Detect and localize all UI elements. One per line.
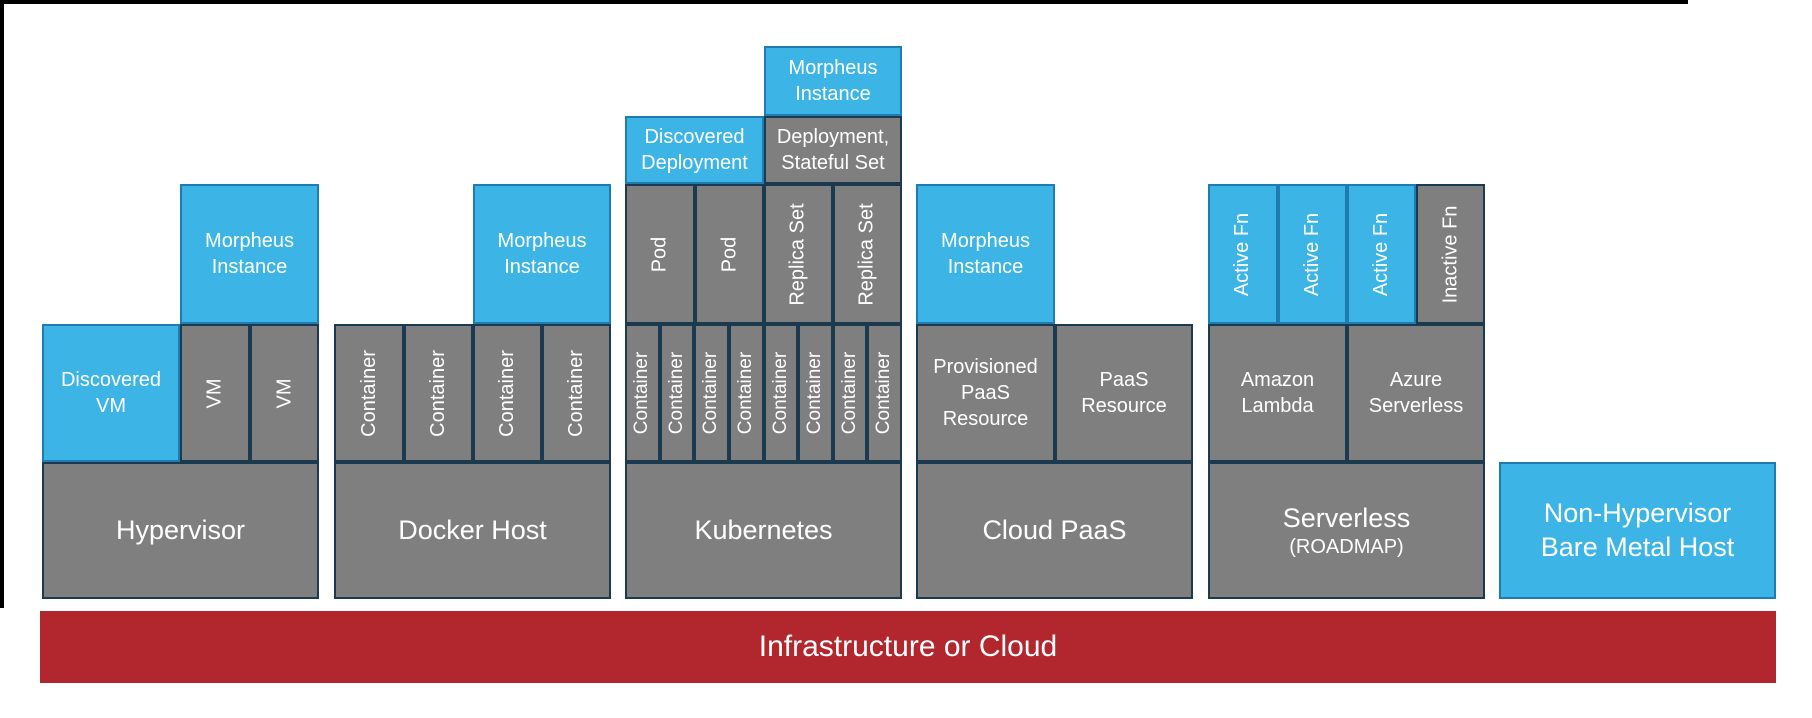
- active-fn-label: Active Fn: [1370, 212, 1393, 296]
- inactive-fn-label: Inactive Fn: [1439, 205, 1462, 303]
- morpheus-instance-label: Morpheus Instance: [788, 57, 878, 105]
- vm-label: VM: [273, 378, 295, 408]
- container-box: Container: [334, 324, 404, 462]
- serverless-base: Serverless (ROADMAP): [1208, 462, 1485, 599]
- amazon-lambda-label: Amazon Lambda: [1240, 369, 1315, 417]
- vm-box: VM: [180, 324, 250, 462]
- replica-set-label: Replica Set: [787, 202, 809, 306]
- paas-resource-label: PaaS Resource: [1081, 369, 1167, 417]
- vm-box: VM: [250, 324, 319, 462]
- container-box: Container: [542, 324, 611, 462]
- container-label: Container: [357, 349, 380, 437]
- container-box: Container: [694, 324, 729, 462]
- active-fn-box: Active Fn: [1278, 184, 1347, 324]
- container-label: Container: [666, 351, 688, 435]
- container-label: Container: [565, 349, 587, 437]
- container-box: Container: [404, 324, 473, 462]
- container-label: Container: [496, 349, 518, 437]
- container-label: Container: [873, 351, 895, 435]
- replica-set-box: Replica Set: [833, 184, 902, 324]
- container-box: Container: [867, 324, 902, 462]
- pod-box: Pod: [625, 184, 695, 324]
- container-label: Container: [700, 351, 722, 435]
- hypervisor-base-label: Hypervisor: [115, 514, 246, 545]
- replica-set-label: Replica Set: [856, 202, 878, 306]
- inactive-fn-box: Inactive Fn: [1416, 184, 1485, 324]
- vm-label: VM: [203, 378, 226, 408]
- pod-label: Pod: [718, 236, 740, 272]
- container-box: Container: [729, 324, 764, 462]
- frame-border-left: [0, 0, 4, 608]
- non-hypervisor-bare-metal-label: Non-Hypervisor Bare Metal Host: [1540, 497, 1735, 562]
- container-label: Container: [631, 351, 653, 435]
- hypervisor-base: Hypervisor: [42, 462, 319, 599]
- container-label: Container: [804, 351, 826, 435]
- morpheus-instance-box: Morpheus Instance: [180, 184, 319, 324]
- container-box: Container: [625, 324, 660, 462]
- container-label: Container: [839, 351, 861, 435]
- serverless-base-label: Serverless: [1282, 502, 1411, 533]
- frame-border-top: [0, 0, 1688, 4]
- discovered-vm-label: Discovered VM: [60, 369, 162, 417]
- provisioned-paas-resource-box: Provisioned PaaS Resource: [916, 324, 1055, 462]
- cloud-paas-base-label: Cloud PaaS: [982, 514, 1127, 545]
- kubernetes-base-label: Kubernetes: [694, 514, 833, 545]
- container-box: Container: [473, 324, 542, 462]
- discovered-vm-box: Discovered VM: [42, 324, 180, 462]
- docker-host-base-label: Docker Host: [398, 514, 547, 545]
- pod-label: Pod: [648, 236, 671, 272]
- morpheus-instance-label: Morpheus Instance: [205, 230, 294, 278]
- container-label: Container: [735, 351, 757, 435]
- container-box: Container: [764, 324, 798, 462]
- morpheus-instance-box: Morpheus Instance: [916, 184, 1055, 324]
- active-fn-label: Active Fn: [1301, 212, 1324, 296]
- deployment-stateful-set-label: Deployment, Stateful Set: [776, 126, 890, 174]
- morpheus-instance-label: Morpheus Instance: [497, 230, 587, 278]
- morpheus-instance-box: Morpheus Instance: [764, 46, 902, 116]
- container-box: Container: [660, 324, 694, 462]
- amazon-lambda-box: Amazon Lambda: [1208, 324, 1347, 462]
- morpheus-instance-label: Morpheus Instance: [941, 230, 1030, 278]
- cloud-paas-base: Cloud PaaS: [916, 462, 1193, 599]
- infrastructure-bar-label: Infrastructure or Cloud: [758, 630, 1058, 663]
- container-box: Container: [798, 324, 833, 462]
- provisioned-paas-resource-label: Provisioned PaaS Resource: [933, 356, 1038, 430]
- discovered-deployment-box: Discovered Deployment: [625, 116, 764, 184]
- infrastructure-bar: Infrastructure or Cloud: [40, 611, 1776, 683]
- paas-resource-box: PaaS Resource: [1055, 324, 1193, 462]
- active-fn-label: Active Fn: [1231, 212, 1254, 296]
- docker-host-base: Docker Host: [334, 462, 611, 599]
- kubernetes-base: Kubernetes: [625, 462, 902, 599]
- container-box: Container: [833, 324, 867, 462]
- deployment-stateful-set-box: Deployment, Stateful Set: [764, 116, 902, 184]
- discovered-deployment-label: Discovered Deployment: [641, 126, 748, 174]
- pod-box: Pod: [695, 184, 764, 324]
- container-label: Container: [770, 351, 792, 435]
- active-fn-box: Active Fn: [1347, 184, 1416, 324]
- azure-serverless-label: Azure Serverless: [1368, 369, 1464, 417]
- container-label: Container: [427, 349, 449, 437]
- replica-set-box: Replica Set: [764, 184, 833, 324]
- morpheus-instance-box: Morpheus Instance: [473, 184, 611, 324]
- azure-serverless-box: Azure Serverless: [1347, 324, 1485, 462]
- non-hypervisor-bare-metal-box: Non-Hypervisor Bare Metal Host: [1499, 462, 1776, 599]
- serverless-roadmap-label: (ROADMAP): [1289, 536, 1404, 559]
- active-fn-box: Active Fn: [1208, 184, 1278, 324]
